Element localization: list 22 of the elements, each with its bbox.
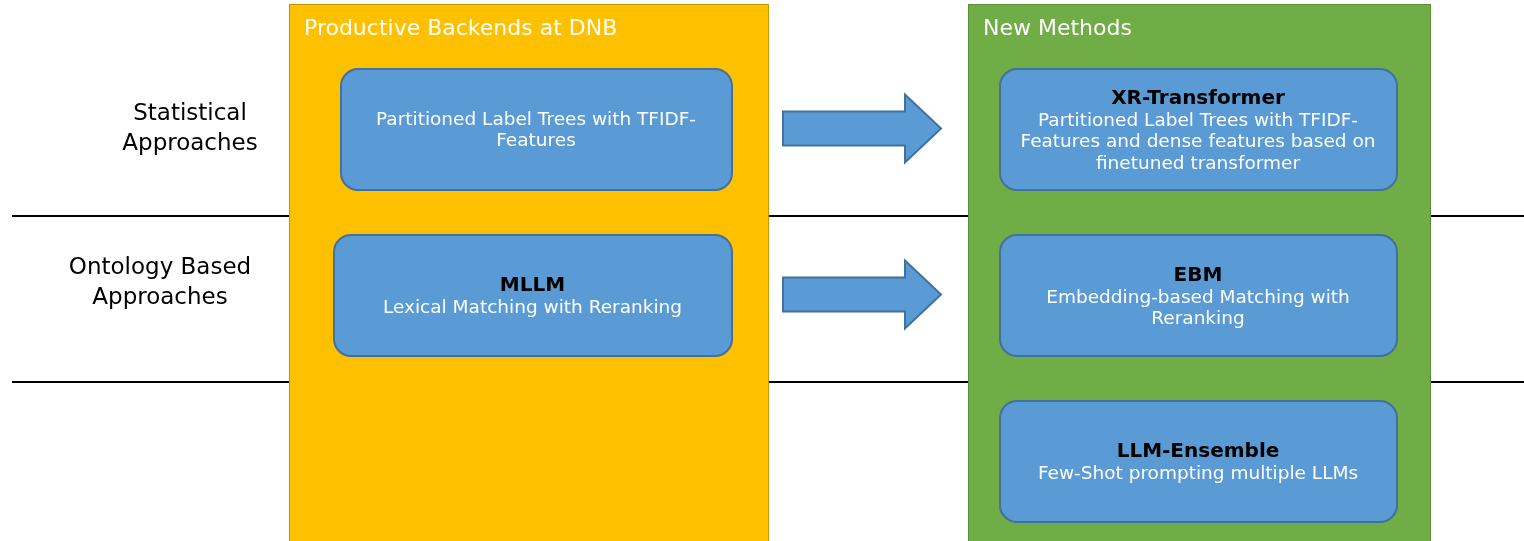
block-arrow <box>782 92 943 165</box>
method-description: Embedding-based Matching with Reranking <box>1045 285 1351 329</box>
block-arrow <box>782 258 943 331</box>
method-description: Few-Shot prompting multiple LLMs <box>1037 462 1359 484</box>
method-description: Lexical Matching with Reranking <box>382 296 683 318</box>
column-panel <box>968 4 1431 541</box>
method-box <box>339 67 733 191</box>
row-label: Statistical Approaches <box>121 98 259 157</box>
column-heading: Productive Backends at DNB <box>304 15 618 40</box>
method-description: Partitioned Label Trees with TFIDF-Features and dense features based on finetuned transformer <box>1019 109 1377 173</box>
method-name: LLM-Ensemble <box>1116 438 1280 463</box>
method-box <box>332 233 733 357</box>
method-name: EBM <box>1173 261 1223 286</box>
method-description: Partitioned Label Trees with TFIDF-Features <box>374 107 697 151</box>
method-box <box>998 233 1398 357</box>
method-box <box>998 67 1398 191</box>
row-label: Ontology Based Approaches <box>67 252 253 311</box>
column-panel <box>289 4 769 541</box>
column-heading: New Methods <box>983 15 1132 40</box>
method-name: XR-Transformer <box>1111 85 1285 110</box>
method-name: MLLM <box>499 272 566 297</box>
method-box <box>998 399 1398 523</box>
